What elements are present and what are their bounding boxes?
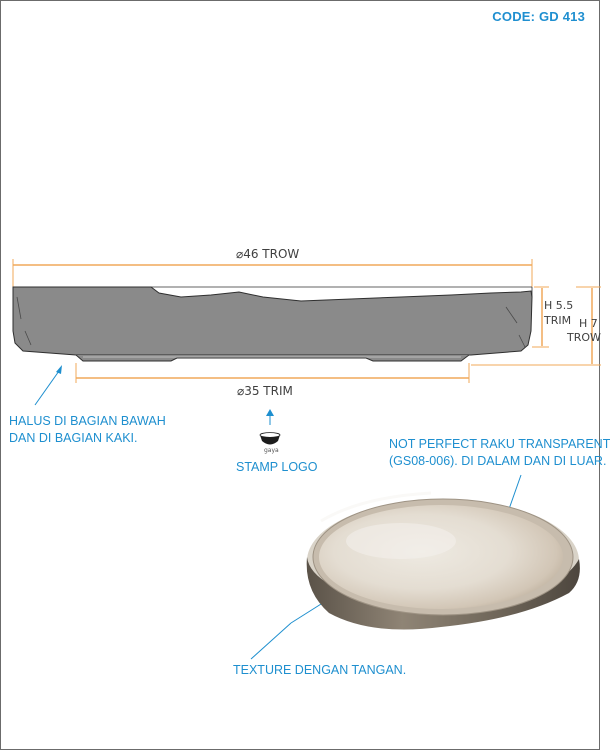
stamp-logo-label: STAMP LOGO bbox=[236, 460, 318, 474]
glaze-note-line1: NOT PERFECT RAKU TRANSPARENT bbox=[389, 437, 610, 451]
glaze-note: NOT PERFECT RAKU TRANSPARENT (GS08-006).… bbox=[389, 436, 610, 470]
height-dimensions bbox=[471, 286, 601, 366]
height-trim-value: H 5.5 bbox=[544, 299, 574, 312]
plate-photo bbox=[306, 491, 580, 630]
texture-note: TEXTURE DENGAN TANGAN. bbox=[233, 663, 407, 677]
bottom-finish-note-line1: HALUS DI BAGIAN BAWAH bbox=[9, 414, 166, 428]
glaze-note-line2: (GS08-006). DI DALAM DAN DI LUAR. bbox=[389, 454, 607, 468]
height-trow-unit: TROW bbox=[567, 331, 601, 344]
stamp-brand-text: gaya bbox=[264, 447, 279, 454]
stamp-logo-icon bbox=[259, 432, 281, 445]
bottom-finish-note-line2: DAN DI BAGIAN KAKI. bbox=[9, 431, 138, 445]
height-trow-value: H 7 bbox=[579, 317, 598, 330]
plate-side-profile bbox=[12, 286, 533, 362]
outer-diameter-dimension bbox=[12, 259, 533, 287]
bottom-finish-note: HALUS DI BAGIAN BAWAH DAN DI BAGIAN KAKI… bbox=[9, 413, 166, 447]
outer-diameter-label: ⌀46 TROW bbox=[236, 247, 300, 261]
product-code: CODE: GD 413 bbox=[492, 9, 585, 24]
inner-diameter-dimension bbox=[75, 363, 470, 383]
inner-diameter-label: ⌀35 TRIM bbox=[237, 384, 293, 398]
height-trim-unit: TRIM bbox=[544, 314, 572, 327]
